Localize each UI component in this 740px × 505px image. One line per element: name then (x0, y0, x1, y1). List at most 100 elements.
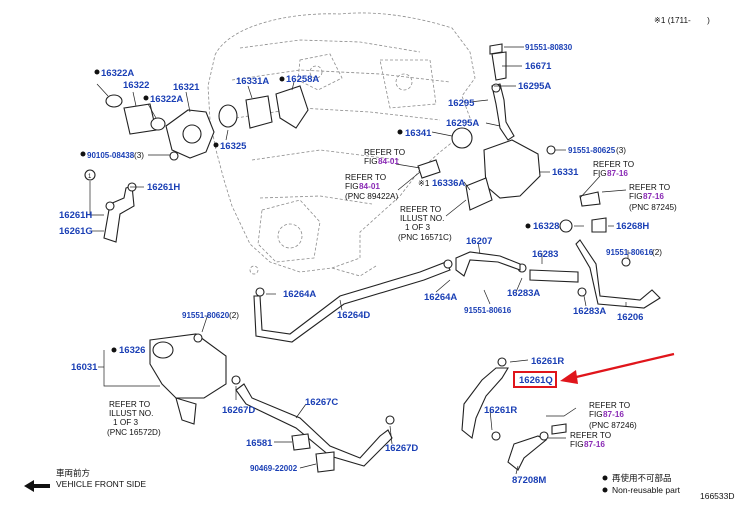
thermostat-16331A (245, 95, 273, 129)
part-16267D-mid[interactable]: 16267D (385, 443, 418, 454)
part-16283A-right[interactable]: 16283A (573, 306, 606, 317)
left-arrow-icon (24, 480, 50, 492)
non-reusable-markers (80, 69, 608, 493)
svg-text:FIG: FIG (345, 182, 359, 191)
svg-text:Non-reusable part: Non-reusable part (612, 485, 681, 495)
link-fig87-d[interactable]: 87-16 (584, 440, 605, 449)
part-16268H[interactable]: 16268H (616, 221, 649, 232)
link-fig87-a[interactable]: 87-16 (607, 169, 628, 178)
svg-text:1: 1 (88, 174, 92, 180)
part-16328[interactable]: 16328 (533, 221, 559, 232)
svg-text:REFER TO: REFER TO (345, 173, 386, 182)
part-90105-08438[interactable]: 90105-08438 (87, 151, 135, 160)
svg-text:FIG: FIG (589, 410, 603, 419)
svg-text:再使用不可部品: 再使用不可部品 (612, 473, 672, 483)
part-91551-80830[interactable]: 91551-80830 (525, 43, 573, 52)
part-16264A-left[interactable]: 16264A (283, 289, 316, 300)
hose-16264D (253, 261, 451, 343)
thermostat-housing-group: 1 (84, 85, 309, 243)
part-16207[interactable]: 16207 (466, 236, 492, 247)
svg-text:車両前方: 車両前方 (56, 468, 90, 478)
part-16283[interactable]: 16283 (532, 249, 558, 260)
part-16322A-mid[interactable]: 16322A (150, 94, 183, 105)
bolt-91551-80625 (546, 145, 556, 155)
part-16341[interactable]: 16341 (405, 128, 432, 139)
part-16321[interactable]: 16321 (173, 82, 200, 93)
svg-text:1 OF 3: 1 OF 3 (405, 223, 430, 232)
link-fig87-c[interactable]: 87-16 (603, 410, 624, 419)
part-91551-80625-qty: (3) (616, 146, 626, 155)
bolt-90105 (169, 151, 179, 161)
link-fig87-b[interactable]: 87-16 (643, 192, 664, 201)
water-outlet-16331 (483, 139, 541, 199)
water-outlet-group (417, 43, 601, 211)
bolt-91551-80620 (193, 333, 203, 343)
part-16295[interactable]: 16295 (448, 98, 475, 109)
svg-text:(PNC 87245): (PNC 87245) (629, 203, 677, 212)
star-note: ※1 (418, 179, 430, 188)
part-labels: 16322A 16322 16322A 16321 16331A 16258A … (59, 43, 662, 486)
lower-right-hoses (461, 357, 567, 471)
part-16581[interactable]: 16581 (246, 438, 273, 449)
vehicle-front-indicator: 車両前方 VEHICLE FRONT SIDE (24, 468, 146, 492)
hose-87208M (507, 435, 548, 471)
clamp-16581 (291, 433, 311, 451)
header-note: ※1 (1711- ) (654, 16, 710, 25)
hose-16264D-group (253, 259, 453, 343)
part-16264D[interactable]: 16264D (337, 310, 370, 321)
part-16261H-right[interactable]: 16261H (147, 182, 180, 193)
part-16206[interactable]: 16206 (617, 312, 643, 323)
part-90105-qty: (3) (134, 151, 144, 160)
part-16261H-left[interactable]: 16261H (59, 210, 92, 221)
bolt-91551-80830 (489, 43, 503, 55)
part-16322[interactable]: 16322 (123, 80, 149, 91)
part-91551-80616-mid[interactable]: 91551-80616 (464, 306, 512, 315)
plug-16268H (591, 217, 607, 233)
note-marker-1 (84, 169, 96, 181)
part-16336A[interactable]: 16336A (432, 178, 465, 189)
part-16295A-mid[interactable]: 16295A (446, 118, 479, 129)
part-16267C[interactable]: 16267C (305, 397, 338, 408)
svg-text:(PNC 89422A): (PNC 89422A) (345, 192, 399, 201)
part-91551-80616-right[interactable]: 91551-80616 (606, 248, 654, 257)
part-91551-80620[interactable]: 91551-80620 (182, 311, 230, 320)
part-90469-22002[interactable]: 90469-22002 (250, 464, 298, 473)
svg-text:FIG: FIG (629, 192, 643, 201)
ref-fig84-b: REFER TO FIG 84-01 (PNC 89422A) (345, 173, 399, 201)
gasket-16325 (218, 104, 238, 128)
part-16267D-left[interactable]: 16267D (222, 405, 255, 416)
svg-text:(PNC 16572D): (PNC 16572D) (107, 428, 161, 437)
part-87208M[interactable]: 87208M (512, 475, 546, 486)
link-fig84-b[interactable]: 84-01 (359, 182, 380, 191)
gasket-16322 (123, 103, 157, 135)
cover-16258A (275, 85, 309, 129)
part-16326[interactable]: 16326 (119, 345, 145, 356)
part-16264A-mid[interactable]: 16264A (424, 292, 457, 303)
hose-16283 (529, 269, 579, 283)
part-16331A[interactable]: 16331A (236, 76, 269, 87)
svg-text:REFER TO: REFER TO (400, 205, 441, 214)
part-16258A[interactable]: 16258A (286, 74, 319, 85)
part-16283A-mid[interactable]: 16283A (507, 288, 540, 299)
part-16325[interactable]: 16325 (220, 141, 247, 152)
svg-text:REFER TO: REFER TO (593, 160, 634, 169)
part-16295A-top[interactable]: 16295A (518, 81, 551, 92)
part-16261Q[interactable]: 16261Q (519, 375, 553, 386)
part-91551-80625[interactable]: 91551-80625 (568, 146, 616, 155)
svg-text:FIG: FIG (593, 169, 607, 178)
hose-16267C (235, 383, 393, 467)
part-16261R-top[interactable]: 16261R (531, 356, 564, 367)
part-16322A-top[interactable]: 16322A (101, 68, 134, 79)
part-16331[interactable]: 16331 (552, 167, 579, 178)
part-16671[interactable]: 16671 (525, 61, 552, 72)
part-16261G[interactable]: 16261G (59, 226, 93, 237)
part-16031[interactable]: 16031 (71, 362, 98, 373)
part-91551-80620-qty: (2) (229, 311, 239, 320)
ref-fig84-a: REFER TO FIG 84-01 (364, 148, 405, 166)
svg-text:1 OF 3: 1 OF 3 (113, 418, 138, 427)
part-16261R-mid[interactable]: 16261R (484, 405, 517, 416)
clip-16328 (559, 219, 573, 233)
link-fig84-a[interactable]: 84-01 (378, 157, 399, 166)
svg-text:(PNC 87246): (PNC 87246) (589, 421, 637, 430)
